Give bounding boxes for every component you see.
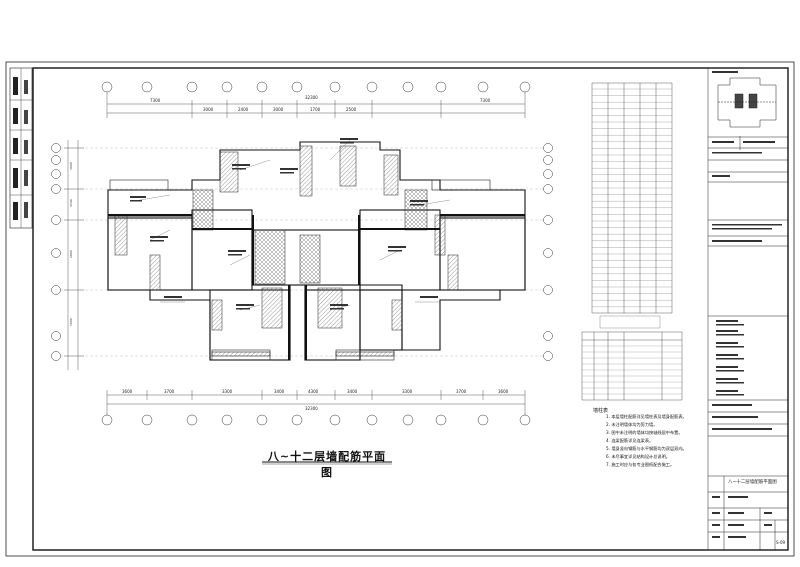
note-3: 3. 图中未注明的墙体均按轴线居中布置。 (606, 430, 683, 435)
dim-top-1: 7300 (150, 98, 161, 103)
dim-bottom-2: 3700 (164, 389, 175, 394)
dim-bottom-8: 3700 (456, 389, 467, 394)
title-block-marks (712, 71, 782, 538)
schedule-title: 墙柱表 (593, 408, 609, 414)
dim-left-2: 4500 (69, 199, 73, 207)
dim-top-3: 2400 (238, 107, 249, 112)
dim-top-4: 3000 (273, 107, 284, 112)
dim-top-overall: 32300 (305, 95, 318, 100)
note-1: 1. 本层墙柱配筋详见墙柱表及墙身配筋表。 (606, 414, 687, 419)
left-axis-bubbles (51, 143, 61, 361)
lower-reinforcement-table (581, 331, 683, 401)
wall-tag-marks (130, 138, 438, 310)
sheet-inner-border (32, 67, 789, 551)
title-block (707, 67, 789, 551)
dim-bottom-4: 3400 (274, 389, 285, 394)
dim-left-3: 2800 (69, 250, 73, 258)
dim-top-5: 1700 (310, 107, 321, 112)
floor-plan: 7300 3000 2400 3000 1700 2500 7300 32300 (51, 81, 553, 465)
dim-bottom-9: 3600 (498, 389, 509, 394)
key-plan (717, 77, 777, 128)
dim-left-4: 5000 (69, 318, 73, 326)
left-stamp-strip (9, 67, 33, 229)
note-4: 4. 连梁配筋详见连梁表。 (606, 438, 654, 443)
left-dimension-texts: 3600 4500 2800 5000 (69, 162, 73, 326)
left-dimensions (64, 140, 84, 370)
note-5: 5. 墙身竖向钢筋与水平钢筋均为双层双向。 (606, 446, 687, 451)
dim-left-1: 3600 (69, 162, 73, 170)
wall-schedule-table (591, 82, 673, 314)
bottom-axis-bubbles (101, 414, 531, 426)
top-axis-bubbles (101, 81, 531, 93)
wall-stubs (108, 214, 525, 360)
note-7: 7. 施工时应与各专业图纸配合施工。 (606, 462, 675, 467)
dim-bottom-3: 3300 (222, 389, 233, 394)
right-axis-bubbles (543, 143, 553, 361)
note-2: 2. 未注明墙体均为剪力墙。 (606, 422, 658, 427)
title-block-drawing-no: S-09 (776, 540, 786, 545)
balconies (109, 179, 491, 361)
dim-bottom-7: 3300 (402, 389, 413, 394)
dim-top-7: 7300 (480, 98, 491, 103)
top-dimensions (106, 92, 526, 118)
bottom-dimension-texts: 3600 3700 3300 3400 4300 3400 3300 3700 … (122, 389, 509, 411)
drawing-title: 八~十二层墙配筋平面图 (267, 450, 387, 479)
dim-bottom-1: 3600 (122, 389, 133, 394)
sheet-outer-border (5, 61, 795, 557)
lower-table-rows (582, 345, 682, 395)
top-dimension-texts: 7300 3000 2400 3000 1700 2500 7300 32300 (150, 95, 491, 112)
wall-schedule-rows (592, 88, 672, 307)
dim-bottom-5: 4300 (308, 389, 319, 394)
table-caption-box (599, 315, 661, 329)
bottom-dimensions (106, 390, 526, 415)
note-6: 6. 未尽事宜详见结构设计总说明。 (606, 454, 670, 459)
dim-top-2: 3000 (203, 107, 214, 112)
dim-top-6: 2500 (346, 107, 357, 112)
title-block-drawing-name: 八~十二层墙配筋平面图 (728, 480, 777, 485)
dim-bottom-6: 3400 (347, 389, 358, 394)
dim-bottom-overall: 32300 (305, 406, 318, 411)
